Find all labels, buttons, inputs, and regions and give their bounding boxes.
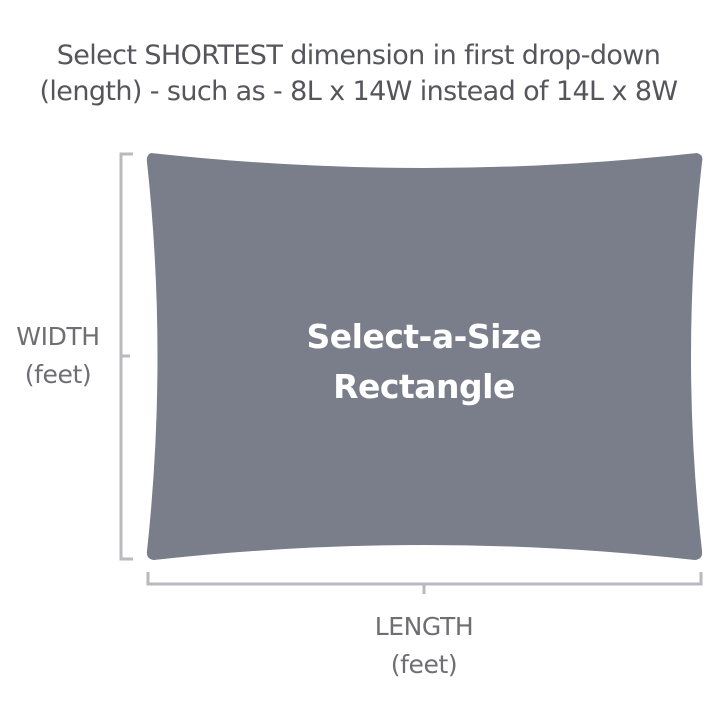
width-dimension-bracket (119, 152, 133, 561)
length-dimension-bracket (146, 572, 703, 594)
width-label-text: WIDTH (16, 322, 100, 351)
width-unit-text: (feet) (24, 360, 92, 389)
length-label: LENGTH (feet) (324, 608, 524, 684)
shape-name-label: Select-a-Size Rectangle (148, 312, 700, 412)
shape-name-line-2: Rectangle (333, 367, 515, 406)
length-unit-text: (feet) (390, 650, 458, 679)
instructions-line-1: Select SHORTEST dimension in first drop-… (56, 40, 661, 71)
shape-name-line-1: Select-a-Size (306, 317, 542, 356)
length-label-text: LENGTH (374, 612, 474, 641)
width-label: WIDTH (feet) (0, 318, 116, 394)
instructions-line-2: (length) - such as - 8L x 14W instead of… (39, 76, 678, 107)
instructions-text: Select SHORTEST dimension in first drop-… (0, 38, 717, 110)
rectangle-sail-shape (146, 153, 703, 560)
